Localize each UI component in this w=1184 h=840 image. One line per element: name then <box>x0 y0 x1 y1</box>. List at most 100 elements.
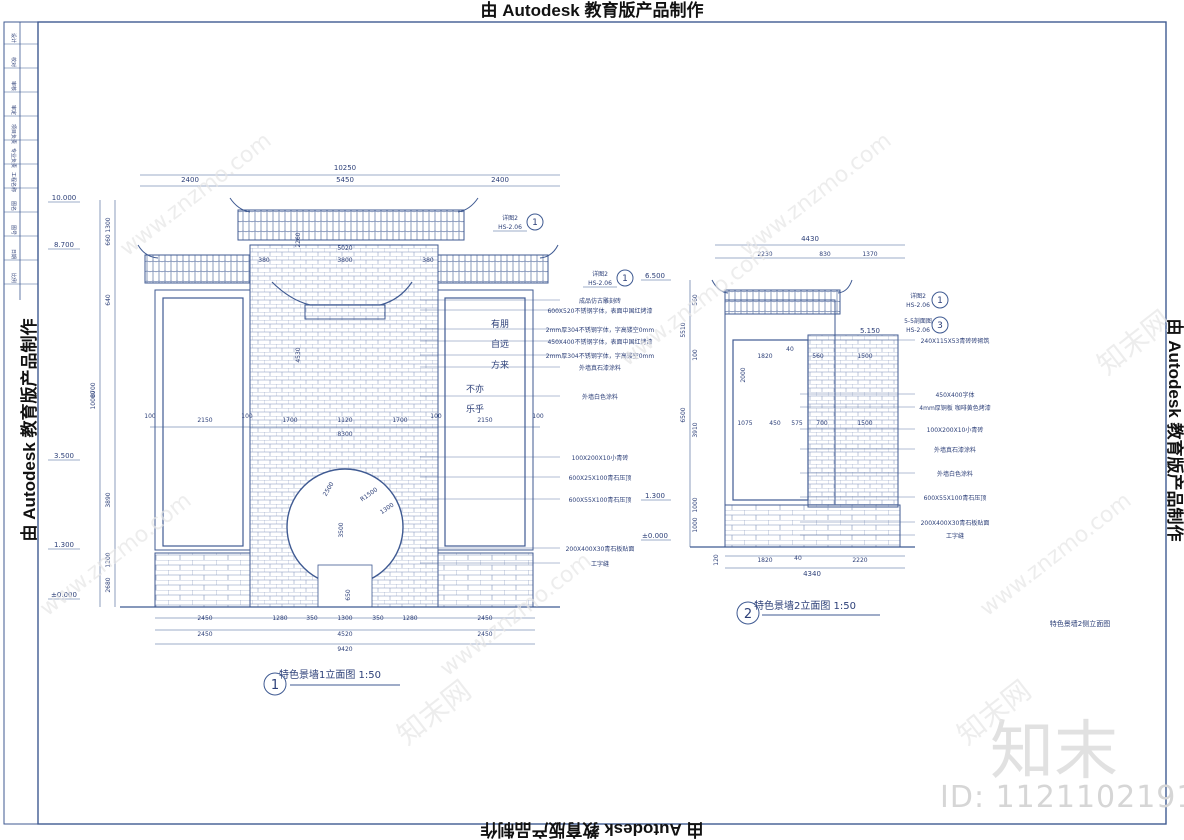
title-block-cell: 图号 <box>10 225 16 235</box>
elev1-poem: 自远 <box>491 338 509 350</box>
elev2-right-block <box>807 334 899 508</box>
elev2-dim-bottom: 40 <box>794 555 802 562</box>
title-block-cell: 校对 <box>10 57 17 67</box>
elev1-title: 特色景墙1立面图 1:50 <box>279 668 381 681</box>
elev2-dim-left: 1000 <box>692 497 699 512</box>
site-watermark: www.znzmo.com <box>116 128 277 261</box>
elev1-poem: 方来 <box>491 359 509 371</box>
elev2-dim-left: 560 <box>692 294 699 306</box>
elev2-callout-ref: 5-5剖面图 <box>904 317 932 325</box>
elev1-dim-mid-total: 8300 <box>337 431 352 438</box>
elev2-dim-left: 2000 <box>740 367 747 382</box>
elev1-dim-top-total: 10250 <box>334 164 356 172</box>
elev1-dim-bottom-total: 9420 <box>337 646 352 653</box>
autodesk-stamp-top: 由 Autodesk 教育版产品制作 <box>480 1 704 20</box>
elev1-dim-left: 1200 <box>105 552 112 567</box>
elev1-right-panel <box>444 297 526 547</box>
elev2-callout-ref: 详图2 <box>910 292 926 300</box>
elev2-dim-left: 3910 <box>692 422 699 437</box>
elev1-right-base <box>437 552 534 608</box>
elev2-dim-bottom: 2220 <box>852 557 867 564</box>
elev1-dim-bottom: 1280 <box>272 615 287 622</box>
elev1-dim-mid: 100 <box>430 413 442 420</box>
elev2-title-circle <box>736 601 760 625</box>
title-block-strip <box>3 21 39 825</box>
elev1-callout-num: 1 <box>622 274 628 284</box>
elev1-callout-circle <box>526 213 544 231</box>
elev1-side-roof-eaves <box>137 244 559 259</box>
elev1-note: 600X520不锈钢字体，表面中国红烤漆 <box>547 307 652 315</box>
elev2-callout-num: 3 <box>937 321 943 331</box>
elev1-dim-bottom: 1280 <box>402 615 417 622</box>
elev1-dim-circle: 650 <box>345 589 352 601</box>
elev1-left-roof <box>144 254 251 284</box>
elev2-dim-top-total: 4430 <box>801 235 819 243</box>
elev1-note: 450X400不锈钢字体，表面中国红烤漆 <box>547 338 652 346</box>
elev1-dim-inner: 2260 <box>295 232 302 247</box>
elev1-level: 8.700 <box>54 241 74 249</box>
elev1-dim-left: 8700 <box>90 382 97 397</box>
elev1-dim-inner: 4530 <box>295 347 302 362</box>
elev2-roof-eaves <box>711 279 853 294</box>
elev2-base <box>724 504 901 548</box>
elev1-top-roof <box>237 209 465 241</box>
elev2-note: 600X55X100青石压顶 <box>924 494 987 502</box>
elev2-title-number: 2 <box>744 607 752 622</box>
elev1-callout-sheet: HS-2.06 <box>498 224 522 231</box>
autodesk-stamp-right: 由 Autodesk 教育版产品制作 <box>1165 318 1184 542</box>
elev2-note: 240X115X53青砖砖砌筑 <box>921 337 990 345</box>
title-block-cell: 项目负责 <box>10 124 17 144</box>
elev2-callout-circle <box>931 316 949 334</box>
elev1-note: 200X400X30青石板贴面 <box>566 545 635 553</box>
elev2-level: 6.500 <box>645 272 665 280</box>
elev2-note: 外墙白色涂料 <box>937 470 973 478</box>
elev2-dim-mid: 40 <box>786 346 794 353</box>
elev1-dim-left: 660 <box>105 234 112 246</box>
elev1-callout-ref: 详图2 <box>592 270 608 278</box>
elev2-dim-left: 6500 <box>680 407 687 422</box>
elev2-note: 4mm厚铜板 咖啡黄色烤漆 <box>919 404 990 412</box>
elev1-callout-ref: 详图2 <box>502 214 518 222</box>
autodesk-stamp-bottom: 由 Autodesk 教育版产品制作 <box>480 820 704 839</box>
elev2-note: 工字缝 <box>946 532 964 540</box>
elev2-callout-num: 1 <box>937 296 943 306</box>
elev2-note: 450X400字体 <box>935 391 974 399</box>
elev1-note: 600X25X100青石压顶 <box>569 474 632 482</box>
elev2-dim-left: 120 <box>713 554 720 566</box>
elev1-dim-bottom: 2450 <box>477 615 492 622</box>
elev2-dim-left: 1000 <box>692 517 699 532</box>
elev1-dim-circle: 3500 <box>338 522 345 537</box>
elev1-poem: 乐乎 <box>466 403 484 415</box>
elev1-dim-top-right: 2400 <box>491 176 509 184</box>
elev2-dim-mid: 1820 <box>757 353 772 360</box>
title-block-cell: 专业负责 <box>10 148 17 168</box>
elev2-level: ±0.000 <box>642 532 668 540</box>
elev2-level: 5.150 <box>860 327 880 335</box>
elev2-title: 特色景墙2立面图 1:50 <box>754 599 856 612</box>
elev1-note: 100X200X10小青砖 <box>572 454 629 462</box>
elev1-note: 2mm厚304不锈钢字体，字高镂空0mm <box>546 326 655 334</box>
elev1-dim-bottom: 4520 <box>337 631 352 638</box>
elev1-dim-top-left: 2400 <box>181 176 199 184</box>
title-block-cell: 日期 <box>10 249 16 259</box>
elev1-dim-top-mid: 5450 <box>336 176 354 184</box>
elev1-note: 工字缝 <box>591 560 609 568</box>
elev2-dim-mid: 1500 <box>857 420 872 427</box>
cn-watermark: 知末网 <box>391 674 478 752</box>
elev1-left-panel <box>162 297 244 547</box>
title-block-cell: 图名 <box>10 201 17 211</box>
zhimo-brand-watermark: 知末 <box>990 715 1118 789</box>
elev1-dim-bottom: 350 <box>306 615 318 622</box>
elev1-dim-mid: 100 <box>144 413 156 420</box>
cn-watermark: 知末网 <box>951 674 1038 752</box>
elev1-dim-left: 10000 <box>90 390 97 409</box>
elev1-dim-inner: 380 <box>258 257 270 264</box>
title-block-cell: 比例 <box>10 273 17 283</box>
elev2-dim-top: 830 <box>819 251 831 258</box>
autodesk-stamp-left: 由 Autodesk 教育版产品制作 <box>20 318 39 542</box>
elev1-dim-bottom: 2450 <box>197 631 212 638</box>
elev2-note: 100X200X10小青砖 <box>927 426 984 434</box>
elev2-callout-sheet: HS-2.06 <box>906 302 930 309</box>
elev1-top-roof-eaves <box>229 197 479 213</box>
